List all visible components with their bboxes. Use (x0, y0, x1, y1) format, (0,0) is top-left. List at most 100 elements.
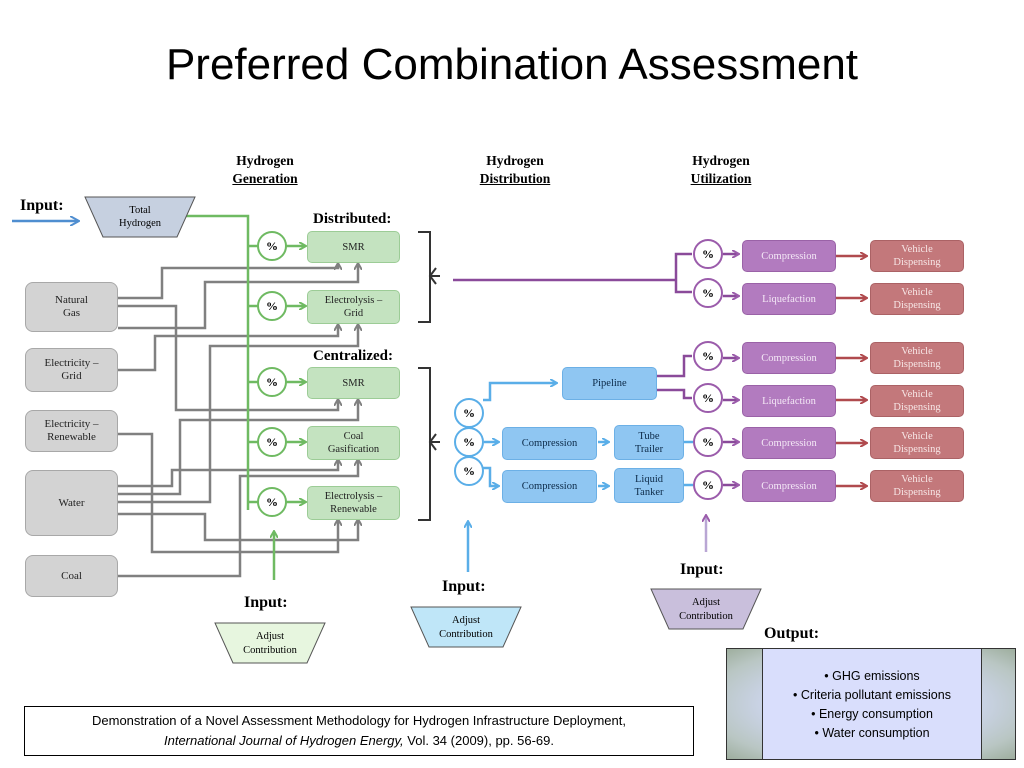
distribution-liquid-tanker[interactable]: Liquid Tanker (614, 468, 684, 503)
output-item-ghg-text: GHG emissions (832, 669, 920, 683)
vehicle-dispensing-5-line2: Dispensing (893, 444, 941, 455)
output-list: • GHG emissions • Criteria pollutant emi… (763, 667, 981, 743)
distribution-compression-1[interactable]: Compression (502, 427, 597, 460)
utilization-liquefaction-2[interactable]: Liquefaction (742, 385, 836, 417)
source-electricity-renewable-line1: Electricity – (44, 418, 99, 430)
distribution-compression-2-label: Compression (521, 481, 578, 492)
utilization-process-3-label: Compression (761, 352, 817, 364)
utilization-compression-4[interactable]: Compression (742, 470, 836, 502)
generation-adjust-shape (214, 622, 326, 664)
utilization-process-2-label: Liquefaction (762, 293, 816, 305)
utilization-percent-1[interactable]: % (693, 239, 723, 269)
generation-percent-smr-centralized[interactable]: % (257, 367, 287, 397)
utilization-compression-3[interactable]: Compression (742, 427, 836, 459)
total-hydrogen-input[interactable]: Total Hydrogen (84, 196, 196, 238)
distribution-liquid-tanker-line1: Liquid (635, 473, 663, 485)
distribution-compression-2[interactable]: Compression (502, 470, 597, 503)
utilization-adjust-contribution[interactable]: Adjust Contribution (650, 588, 762, 630)
generation-smr-distributed[interactable]: SMR (307, 231, 400, 263)
vehicle-dispensing-4-line1: Vehicle (901, 389, 933, 400)
utilization-adjust-shape (650, 588, 762, 630)
source-electricity-renewable[interactable]: Electricity – Renewable (25, 410, 118, 452)
utilization-liquefaction-1[interactable]: Liquefaction (742, 283, 836, 315)
vehicle-dispensing-1[interactable]: Vehicle Dispensing (870, 240, 964, 272)
citation-line2: International Journal of Hydrogen Energy… (25, 731, 693, 751)
distribution-adjust-contribution[interactable]: Adjust Contribution (410, 606, 522, 648)
utilization-process-5-label: Compression (761, 437, 817, 449)
distributed-label: Distributed: (313, 211, 392, 227)
generation-adjust-line1: Adjust (255, 631, 284, 642)
vehicle-dispensing-4-line2: Dispensing (893, 402, 941, 413)
generation-smr-centralized[interactable]: SMR (307, 367, 400, 399)
generation-coal-gasification-line1: Coal (343, 431, 364, 442)
source-electricity-grid[interactable]: Electricity – Grid (25, 348, 118, 392)
distribution-percent-liquid-tanker[interactable]: % (454, 456, 484, 486)
vehicle-dispensing-5-line1: Vehicle (901, 431, 933, 442)
distribution-pipeline[interactable]: Pipeline (562, 367, 657, 400)
utilization-percent-4[interactable]: % (693, 383, 723, 413)
distribution-percent-tube-trailer[interactable]: % (454, 427, 484, 457)
vehicle-dispensing-3-line2: Dispensing (893, 359, 941, 370)
vehicle-dispensing-3[interactable]: Vehicle Dispensing (870, 342, 964, 374)
generation-electrolysis-renewable-line2: Renewable (330, 504, 377, 515)
vehicle-dispensing-6-line1: Vehicle (901, 474, 933, 485)
distribution-tube-trailer[interactable]: Tube Trailer (614, 425, 684, 460)
generation-electrolysis-grid[interactable]: Electrolysis – Grid (307, 290, 400, 324)
utilization-percent-6[interactable]: % (693, 470, 723, 500)
input-utilization-label: Input: (680, 561, 724, 578)
distribution-adjust-shape (410, 606, 522, 648)
header-generation: Hydrogen Generation (220, 152, 310, 188)
vehicle-dispensing-6-line2: Dispensing (893, 487, 941, 498)
generation-adjust-contribution[interactable]: Adjust Contribution (214, 622, 326, 664)
utilization-adjust-line2: Contribution (679, 611, 733, 622)
utilization-percent-5[interactable]: % (693, 427, 723, 457)
source-water[interactable]: Water (25, 470, 118, 536)
generation-percent-coal-gasification[interactable]: % (257, 427, 287, 457)
distribution-adjust-line1: Adjust (451, 615, 480, 626)
vehicle-dispensing-4[interactable]: Vehicle Dispensing (870, 385, 964, 417)
vehicle-dispensing-3-line1: Vehicle (901, 346, 933, 357)
generation-electrolysis-renewable[interactable]: Electrolysis – Renewable (307, 486, 400, 520)
total-hydrogen-line1: Total (129, 205, 151, 216)
utilization-compression-2[interactable]: Compression (742, 342, 836, 374)
utilization-percent-2[interactable]: % (693, 278, 723, 308)
output-item-water: • Water consumption (814, 726, 930, 740)
header-generation-line1: Hydrogen (236, 153, 294, 168)
generation-coal-gasification[interactable]: Coal Gasification (307, 426, 400, 460)
source-natural-gas[interactable]: Natural Gas (25, 282, 118, 332)
citation-line1: Demonstration of a Novel Assessment Meth… (92, 713, 626, 728)
header-distribution: Hydrogen Distribution (466, 152, 564, 188)
source-electricity-grid-line2: Grid (61, 370, 82, 382)
utilization-adjust-line1: Adjust (691, 597, 720, 608)
distribution-tube-trailer-line1: Tube (638, 430, 660, 442)
input-main-label: Input: (20, 197, 64, 214)
vehicle-dispensing-6[interactable]: Vehicle Dispensing (870, 470, 964, 502)
vehicle-dispensing-5[interactable]: Vehicle Dispensing (870, 427, 964, 459)
generation-percent-smr-distributed[interactable]: % (257, 231, 287, 261)
citation-box: Demonstration of a Novel Assessment Meth… (24, 706, 694, 756)
source-natural-gas-line2: Gas (62, 307, 81, 319)
vehicle-dispensing-2[interactable]: Vehicle Dispensing (870, 283, 964, 315)
utilization-process-1-label: Compression (761, 250, 817, 262)
utilization-percent-3[interactable]: % (693, 341, 723, 371)
source-electricity-grid-line1: Electricity – (44, 357, 99, 369)
vehicle-dispensing-2-line1: Vehicle (901, 287, 933, 298)
distribution-adjust-line2: Contribution (439, 629, 493, 640)
output-item-ghg: • GHG emissions (824, 669, 920, 683)
input-distribution-label: Input: (442, 578, 486, 595)
source-coal[interactable]: Coal (25, 555, 118, 597)
total-hydrogen-line2: Hydrogen (119, 218, 161, 229)
generation-electrolysis-grid-line1: Electrolysis – (324, 295, 383, 306)
vehicle-dispensing-1-line1: Vehicle (901, 244, 933, 255)
generation-percent-electrolysis-renewable[interactable]: % (257, 487, 287, 517)
page-title: Preferred Combination Assessment (165, 40, 859, 89)
distribution-percent-pipeline[interactable]: % (454, 398, 484, 428)
generation-adjust-line2: Contribution (243, 645, 297, 656)
source-coal-label: Coal (61, 569, 82, 582)
generation-electrolysis-grid-line2: Grid (343, 308, 364, 319)
generation-percent-electrolysis-grid[interactable]: % (257, 291, 287, 321)
utilization-compression-1[interactable]: Compression (742, 240, 836, 272)
output-panel: • GHG emissions • Criteria pollutant emi… (726, 648, 1016, 760)
generation-smr-distributed-label: SMR (342, 241, 365, 253)
output-inner: • GHG emissions • Criteria pollutant emi… (762, 649, 982, 759)
